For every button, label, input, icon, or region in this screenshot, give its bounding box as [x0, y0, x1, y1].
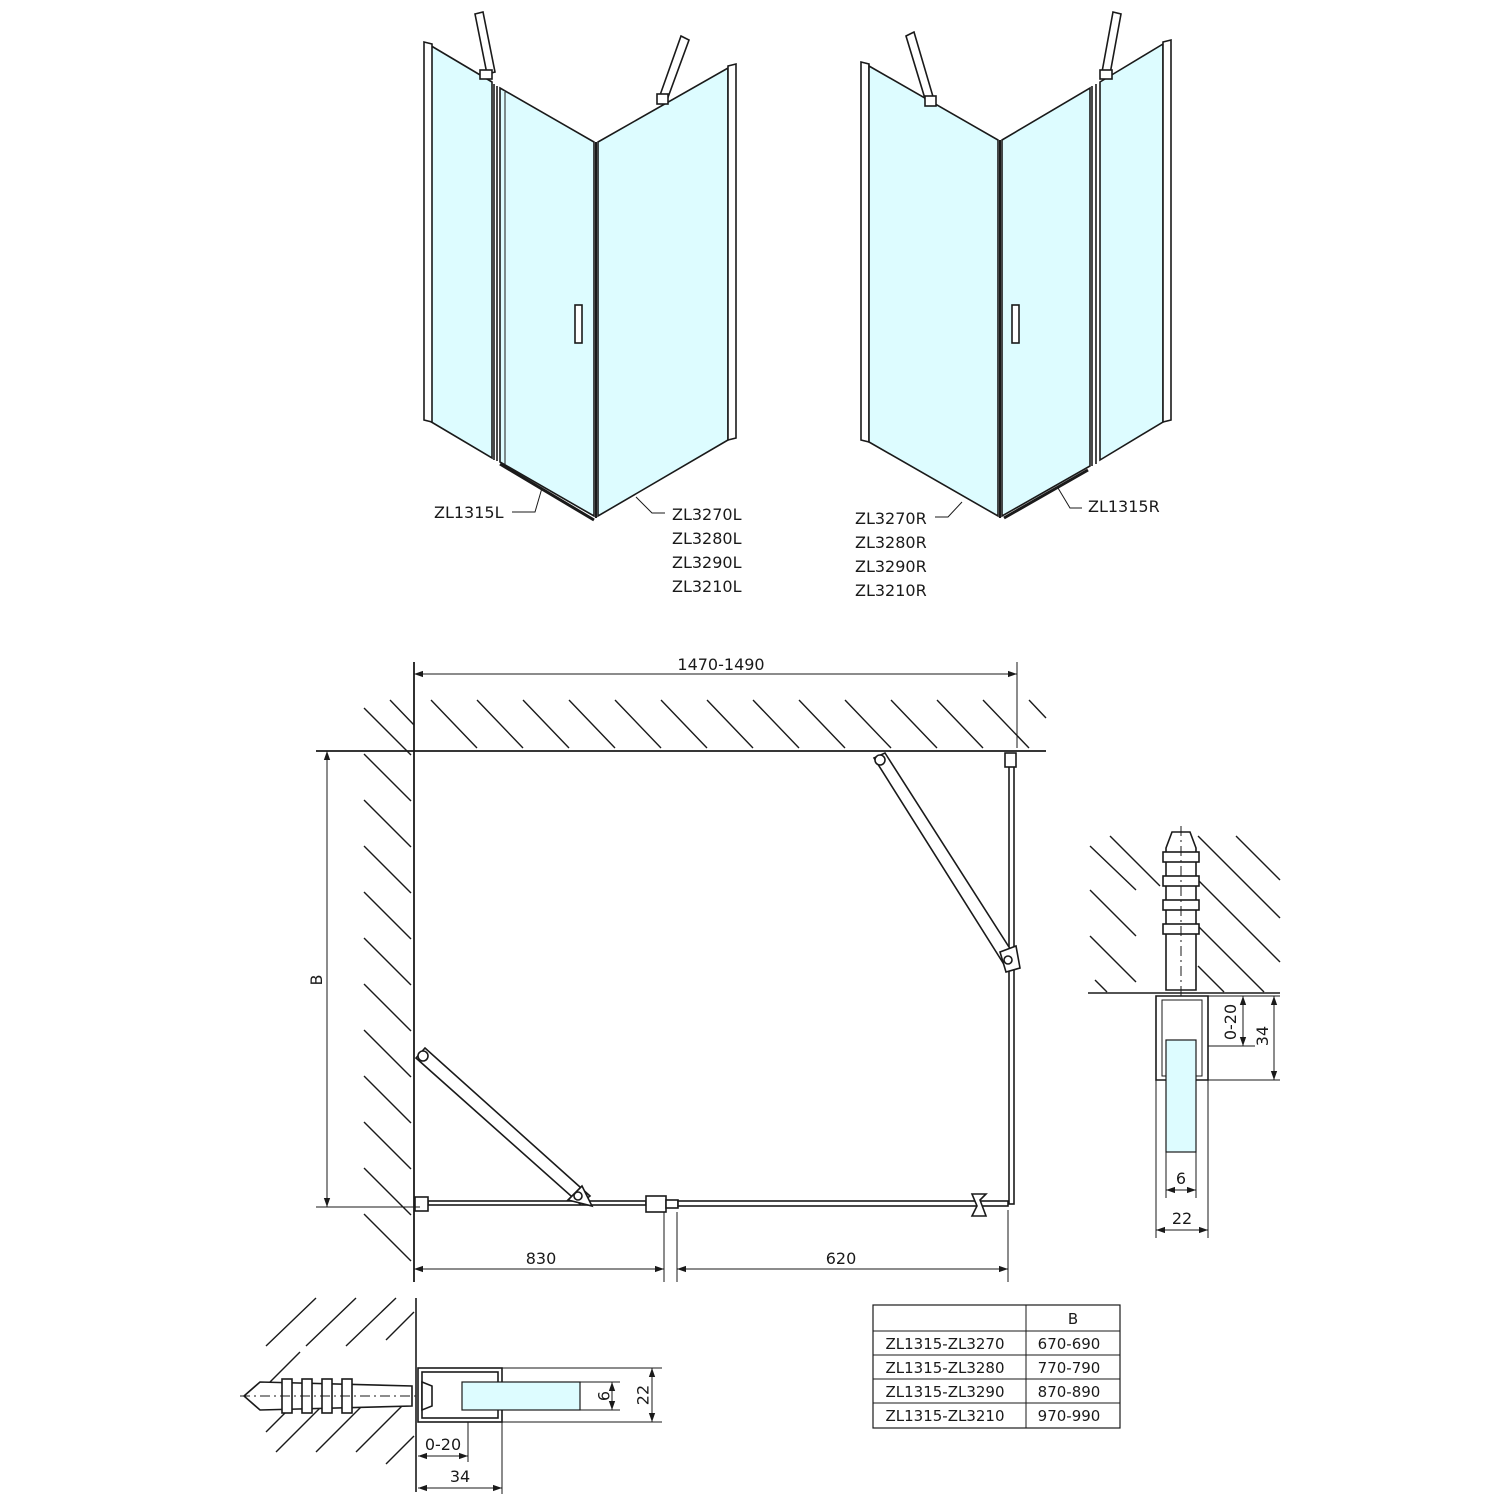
plan-stabilizer-bottom — [414, 1046, 592, 1206]
wall-profile-left-r — [860, 60, 870, 444]
callout-model-left-1: ZL3270L — [672, 505, 742, 524]
detail-right-width: 22 — [1172, 1209, 1192, 1228]
fixed-panel-right — [1099, 42, 1164, 462]
stabilizer-bar-left — [474, 11, 496, 75]
detail-right: 0-20 34 6 22 — [1088, 826, 1281, 1238]
door-handle-r — [1011, 304, 1020, 344]
glass-section-bottom-2 — [461, 1381, 581, 1411]
table-cell: 970-990 — [1038, 1407, 1101, 1425]
detail-bottom-glass-2: 6 — [595, 1391, 614, 1401]
callout-leader-models-left — [635, 496, 665, 514]
side-panel-left — [597, 66, 729, 518]
callout-hinge-right: ZL1315R — [1088, 497, 1160, 516]
callout-model-right-2: ZL3280R — [855, 533, 927, 552]
table-cell: 770-790 — [1038, 1359, 1101, 1377]
detail-bottom-anchor — [240, 1378, 432, 1414]
wall-profile-right — [727, 62, 737, 442]
callout-model-left-3: ZL3290L — [672, 553, 742, 572]
detail-right-glass: 6 — [1176, 1169, 1186, 1188]
detail-bottom-canvas: 6 22 0-20 34 — [240, 1297, 662, 1494]
plan-view: 1470-1490 B 830 620 — [307, 655, 1047, 1282]
detail-bottom-profile: 34 — [450, 1467, 470, 1486]
table-cell: 670-690 — [1038, 1335, 1101, 1353]
callout-model-right-4: ZL3210R — [855, 581, 927, 600]
fixed-panel-left — [427, 42, 493, 460]
callout-model-left-2: ZL3280L — [672, 529, 742, 548]
door-panel-right — [1001, 86, 1091, 518]
plan-fixed-panel — [427, 1200, 647, 1206]
detail-bottom-profile — [417, 1367, 581, 1423]
detail-right-adjust: 0-20 — [1221, 1004, 1240, 1040]
iso-view-left: ZL1315L ZL3270L ZL3280L ZL3290L ZL3210L — [423, 11, 742, 596]
iso-view-right: ZL3270R ZL3280R ZL3290R ZL3210R ZL1315R — [855, 11, 1172, 600]
dim-depth: B — [307, 975, 326, 986]
detail-right-profile: 34 — [1253, 1026, 1272, 1046]
callout-model-left-4: ZL3210L — [672, 577, 742, 596]
table-cell: 870-890 — [1038, 1383, 1101, 1401]
dim-left: 830 — [526, 1249, 557, 1268]
detail-bottom-dims: 6 22 0-20 34 — [418, 1367, 662, 1494]
callout-leader-hinge-left — [512, 487, 543, 513]
callout-model-right-1: ZL3270R — [855, 509, 927, 528]
table-cell: ZL1315-ZL3290 — [885, 1383, 1004, 1401]
detail-bottom-width-2: 22 — [634, 1385, 653, 1405]
plan-wall-profile-top — [1004, 752, 1017, 768]
wall-profile-right-r — [1162, 38, 1172, 424]
callout-leader-models-right — [935, 501, 963, 518]
plan-wall-profile-left — [414, 1196, 429, 1212]
glass-section-right — [1165, 1039, 1197, 1153]
plan-door-panel — [677, 1200, 1009, 1207]
table-cell: ZL1315-ZL3210 — [885, 1407, 1004, 1425]
stabilizer-bar-right-r — [1101, 11, 1122, 75]
detail-right-hatching — [1089, 835, 1281, 993]
callout-hinge-left: ZL1315L — [434, 503, 504, 522]
wall-hatching-left — [363, 707, 412, 1262]
side-panel-right — [868, 64, 999, 518]
table-cell: ZL1315-ZL3270 — [885, 1335, 1004, 1353]
plan-joint-profile — [645, 1195, 667, 1213]
table-header-b: B — [1068, 1310, 1078, 1328]
plan-stabilizer-top — [872, 751, 1018, 968]
door-handle — [574, 304, 583, 344]
dim-width: 1470-1490 — [677, 655, 764, 674]
stabilizer-bar-right — [657, 34, 690, 101]
detail-bottom-adjust: 0-20 — [425, 1435, 461, 1454]
callout-leader-hinge-right — [1057, 487, 1082, 509]
door-panel-left — [499, 86, 595, 518]
plan-corner-hinge — [970, 1193, 988, 1217]
dim-right: 620 — [826, 1249, 857, 1268]
table-cell: ZL1315-ZL3280 — [885, 1359, 1004, 1377]
plan-side-panel — [1008, 757, 1015, 1205]
wall-profile-left — [423, 40, 433, 424]
callout-model-right-3: ZL3290R — [855, 557, 927, 576]
size-table: B ZL1315-ZL3270 670-690 ZL1315-ZL3280 77… — [872, 1304, 1121, 1429]
wall-hatching-top — [389, 699, 1047, 749]
